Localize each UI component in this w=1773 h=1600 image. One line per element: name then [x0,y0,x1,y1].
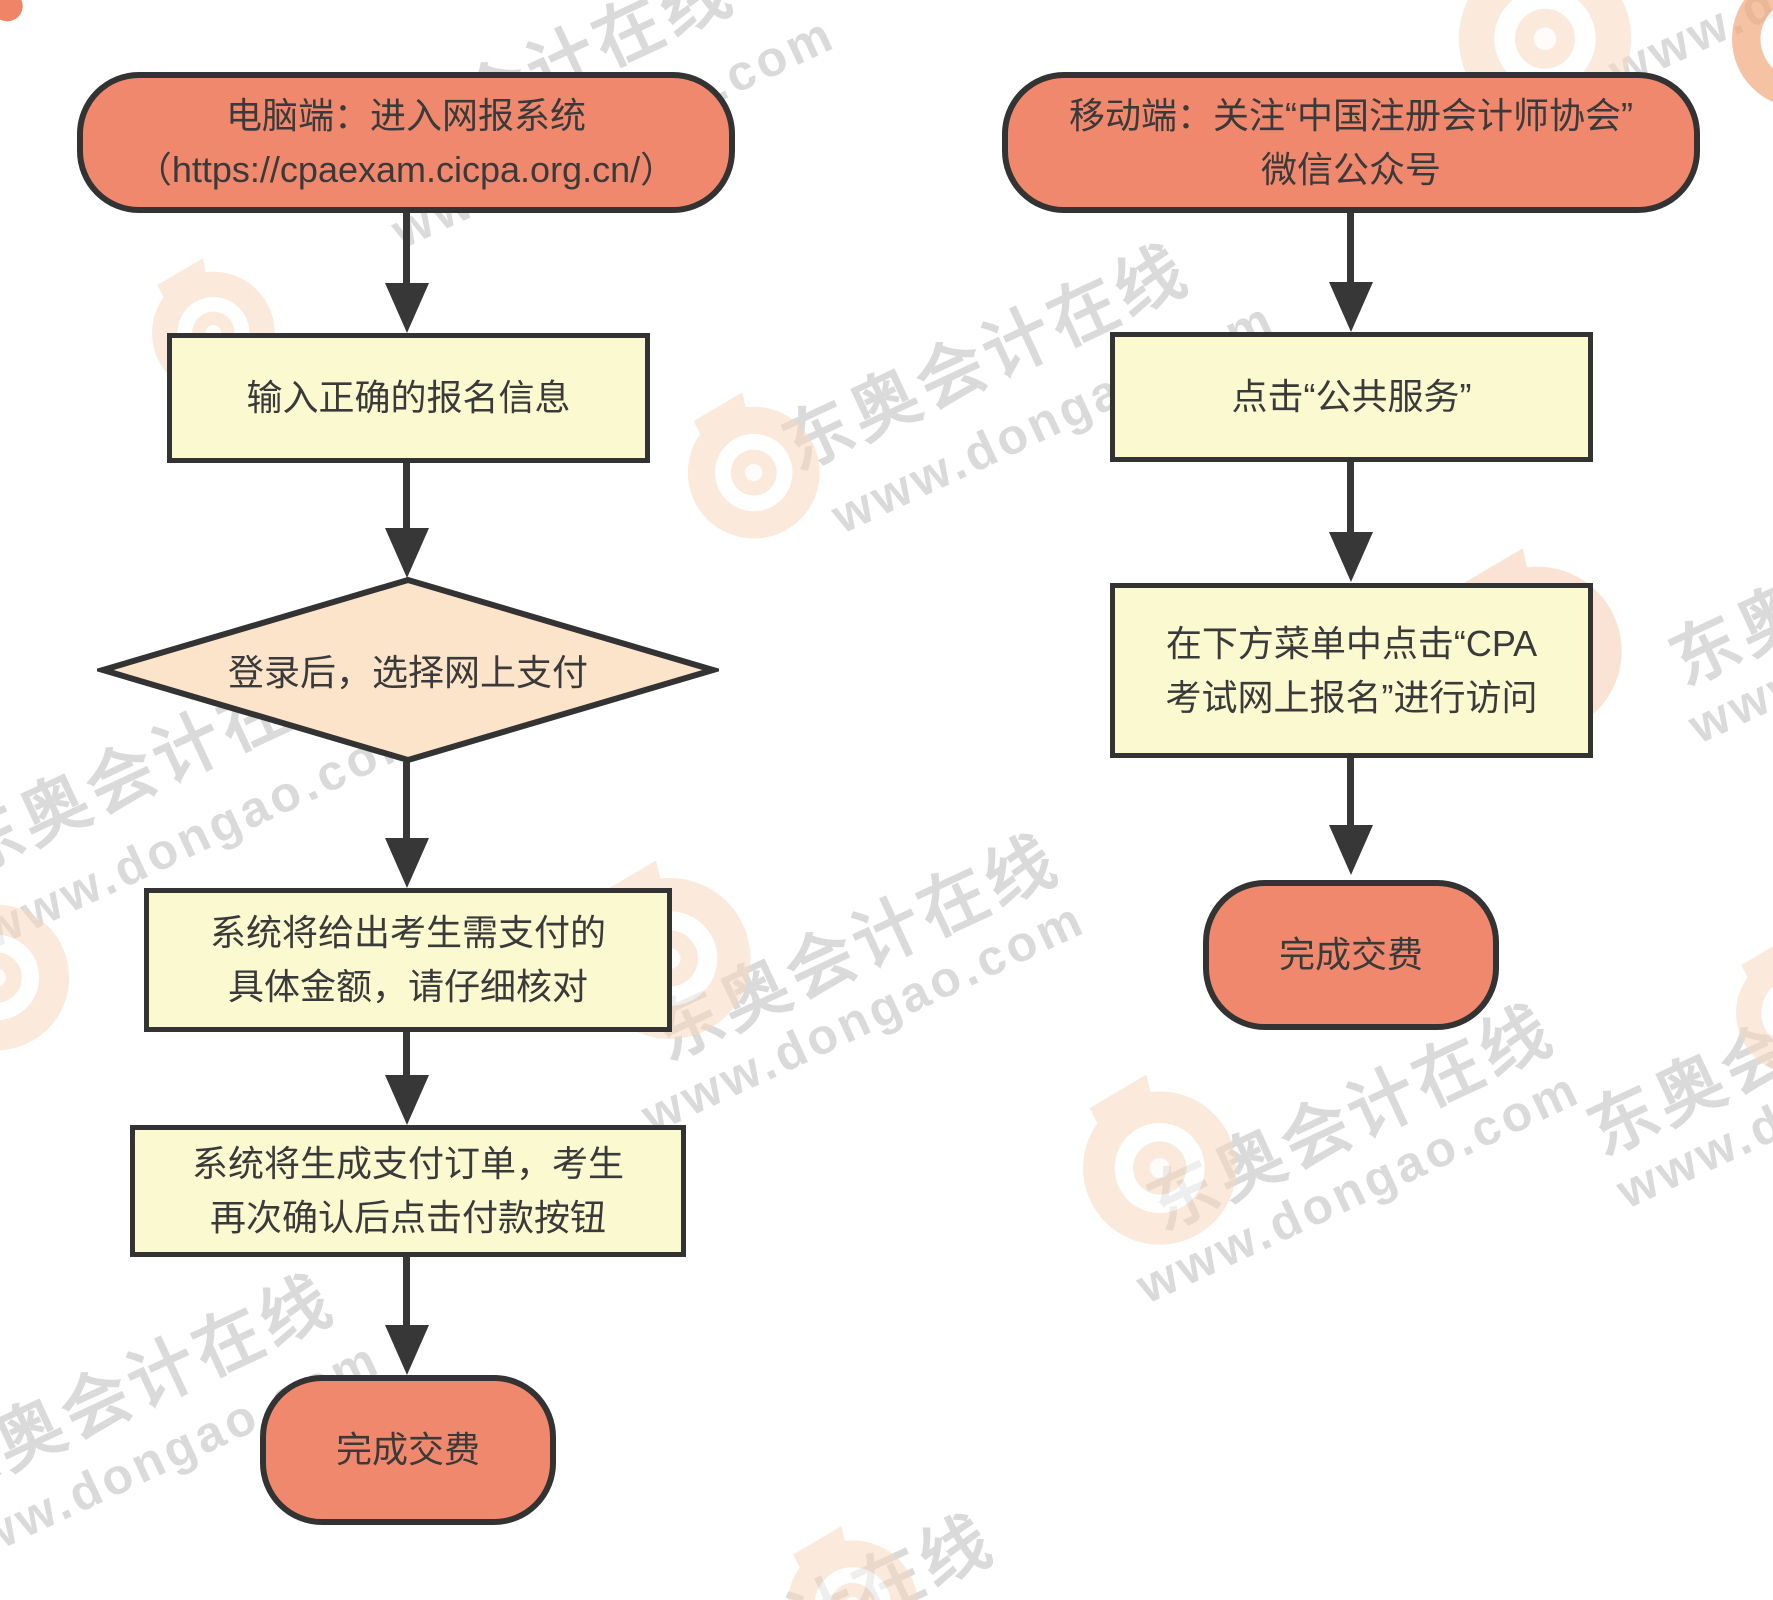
node-text-line: 具体金额，请仔细核对 [227,966,588,1007]
node-text-line: 系统将给出考生需支付的 [209,912,606,953]
mobile-step1-box: 点击“公共服务” [1110,332,1593,462]
dongao-ring-logo-icon [1712,925,1773,1085]
flow-arrow-head [1329,825,1373,875]
decision-diamond-shape [97,576,719,764]
node-text-line: 在下方菜单中点击“CPA [1165,622,1538,664]
watermark-url-text: www.dongao.com [633,889,1094,1145]
flow-arrow-head [1329,282,1373,332]
mobile-end-node: 完成交费 [1203,880,1499,1030]
node-text-line: 完成交费 [1278,934,1423,975]
dongao-ring-logo-icon [0,0,26,24]
mobile-start-node: 移动端：关注“中国注册会计师协会” 微信公众号 [1002,72,1700,213]
mobile-step2-box: 在下方菜单中点击“CPA 考试网上报名”进行访问 [1110,583,1593,758]
node-text-line: 微信公众号 [1260,148,1441,190]
node-text-line: （https://cpaexam.cicpa.org.cn/） [135,148,677,190]
watermark-url-text: www.dongao.com [1128,1059,1589,1315]
flow-arrow-stem [403,762,410,840]
flow-arrow-stem [403,213,410,285]
dongao-ring-logo-icon [762,1512,932,1600]
flow-arrow-stem [1347,213,1354,284]
watermark-brand-text: 东奥会计在线 [569,1485,1008,1600]
flow-arrow-head [385,528,429,578]
node-text-line: 系统将生成支付订单，考生 [191,1143,624,1184]
flow-arrow-stem [403,1032,410,1077]
flow-arrow-head [385,283,429,333]
flow-arrow-head [385,1075,429,1125]
watermark-brand-text: 东奥会计在线 [1576,915,1773,1170]
node-text-line: 登录后，选择网上支付 [227,652,588,693]
watermark-brand-text: 东奥会计在线 [1658,445,1773,700]
pc-end-node: 完成交费 [260,1375,556,1525]
pc-decision-diamond: 登录后，选择网上支付 [97,575,719,765]
node-text-line: 再次确认后点击付款按钮 [209,1197,606,1238]
watermark-url-text: www.dongao.com [1608,964,1773,1220]
pc-step3-box: 系统将生成支付订单，考生 再次确认后点击付款按钮 [130,1125,686,1257]
watermark-url-text: www.dongao.com [1680,499,1773,755]
node-text-line: 考试网上报名”进行访问 [1165,676,1538,718]
flow-arrow-head [1329,532,1373,582]
dongao-ring-logo-icon [662,378,834,550]
watermark-brand-text: 东奥会计在线 [641,820,1071,1075]
node-text-line: 输入正确的报名信息 [246,377,571,418]
pc-step2-box: 系统将给出考生需支付的 具体金额，请仔细核对 [144,888,672,1032]
dongao-ring-logo-icon [0,873,85,1063]
flow-arrow-head [385,838,429,888]
flow-arrow-head [385,1325,429,1375]
flow-arrow-stem [403,1257,410,1327]
flow-arrow-stem [1347,758,1354,827]
dongao-ring-logo-icon [1705,0,1773,120]
pc-step1-box: 输入正确的报名信息 [167,333,650,463]
pc-start-node: 电脑端：进入网报系统 （https://cpaexam.cicpa.org.cn… [77,72,735,213]
node-text-line: 移动端：关注“中国注册会计师协会” [1069,94,1633,136]
node-text-line: 完成交费 [335,1429,480,1470]
dongao-ring-logo-icon [1053,1058,1253,1258]
flow-arrow-stem [1347,462,1354,534]
flow-arrow-stem [403,463,410,530]
node-text-line: 点击“公共服务” [1231,376,1472,417]
node-text-line: 电脑端：进入网报系统 [225,94,586,136]
